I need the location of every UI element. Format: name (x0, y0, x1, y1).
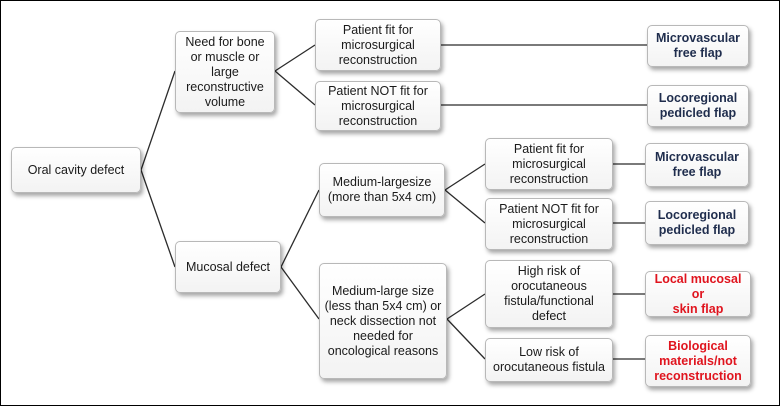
mucosal-large-node: Medium-largesize (more than 5x4 cm) (319, 163, 445, 217)
link-large-notfit (444, 189, 486, 224)
mucosal-node: Mucosal defect (175, 241, 281, 293)
link-bone-notfit (274, 70, 316, 106)
large-fit-node: Patient fit for microsurgical reconstruc… (485, 138, 613, 190)
link-root-mucosal (140, 169, 176, 268)
small-high-outcome: Local mucosal or skin flap (645, 271, 751, 317)
link-mucosal-large (280, 189, 320, 268)
bone-notfit-outcome: Locoregional pedicled flap (647, 85, 749, 127)
link-mucosal-small (280, 266, 320, 320)
link-large-fit (444, 163, 486, 191)
bone-fit-node: Patient fit for microsurgical reconstruc… (315, 19, 441, 71)
small-low-risk-node: Low risk of orocutaneous fistula (485, 338, 613, 382)
small-low-outcome: Biological materials/not reconstruction (645, 335, 751, 387)
root-node: Oral cavity defect (11, 147, 141, 193)
bone-need-node: Need for bone or muscle or large reconst… (175, 31, 275, 113)
bone-fit-outcome: Microvascular free flap (647, 25, 749, 67)
link-root-bone (140, 70, 176, 171)
bone-notfit-node: Patient NOT fit for microsurgical recons… (315, 81, 441, 131)
small-high-risk-node: High risk of orocutaneous fistula/functi… (485, 260, 613, 328)
link-small-high (446, 293, 486, 320)
large-notfit-outcome: Locoregional pedicled flap (645, 201, 749, 245)
link-small-low (446, 318, 486, 360)
large-fit-outcome: Microvascular free flap (645, 143, 749, 187)
large-notfit-node: Patient NOT fit for microsurgical recons… (485, 198, 613, 250)
link-bone-fit (274, 44, 316, 72)
mucosal-small-node: Medium-large size (less than 5x4 cm) or … (319, 263, 447, 379)
